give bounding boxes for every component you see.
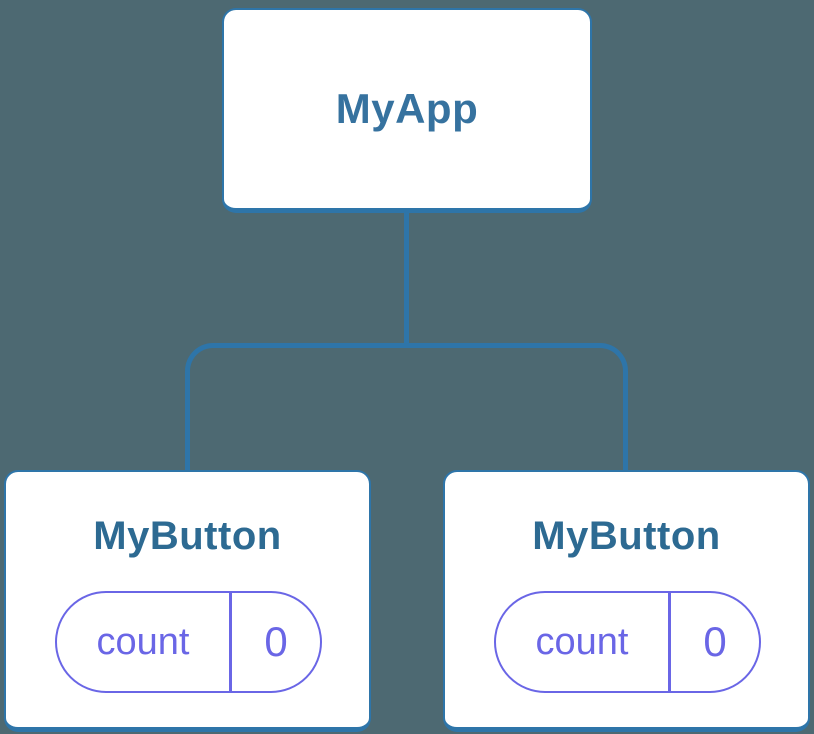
state-pill-1: count 0 <box>55 591 322 693</box>
connector-branch-bracket <box>185 343 628 470</box>
state-pill-2: count 0 <box>494 591 761 693</box>
state-key-2: count <box>535 620 629 663</box>
node-mybutton-2: MyButton count 0 <box>443 470 810 732</box>
state-pill-divider-2 <box>668 593 671 691</box>
node-mybutton-2-label: MyButton <box>532 514 721 558</box>
state-pill-divider-1 <box>229 593 232 691</box>
node-mybutton-1: MyButton count 0 <box>4 470 371 732</box>
state-value-1: 0 <box>264 618 288 665</box>
state-key-1: count <box>96 620 190 663</box>
node-myapp: MyApp <box>222 8 592 213</box>
connector-root-stem <box>404 213 409 348</box>
node-myapp-label: MyApp <box>335 85 479 132</box>
state-value-2: 0 <box>703 618 727 665</box>
node-mybutton-1-label: MyButton <box>93 514 282 558</box>
